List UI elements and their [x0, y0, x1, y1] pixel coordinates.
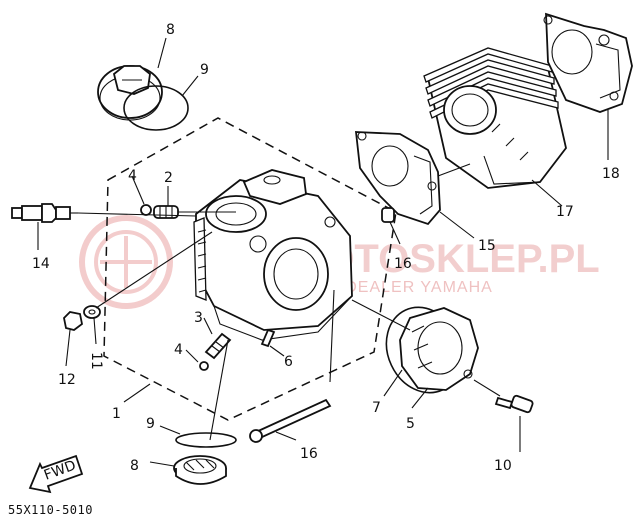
- cylinder-gasket: [543, 12, 633, 113]
- dowel-pin: [381, 207, 395, 223]
- callout-6: 5: [406, 416, 415, 432]
- head-gasket: [354, 131, 441, 226]
- tappet-screw-lower: [204, 332, 232, 360]
- cover-bolt: [494, 394, 534, 414]
- gasket-washer: [83, 305, 101, 319]
- callout-12: 12: [58, 372, 76, 388]
- callout-15: 16: [394, 256, 412, 272]
- tappet-screw-upper: [153, 205, 179, 219]
- o-ring-top: [123, 85, 189, 131]
- callout-numbers: 8 9 4 2 14 11 12 3 4 6 1 9 8 16 7 5 10 1…: [32, 22, 620, 474]
- long-bolt: [249, 398, 332, 443]
- side-cover: [399, 307, 479, 391]
- callout-2: 2: [164, 170, 173, 186]
- valve-cap-top: [97, 65, 163, 121]
- o-ring-bottom: [175, 432, 237, 448]
- valve-cap-bottom: [173, 455, 227, 485]
- forward-arrow: FWD: [28, 454, 84, 494]
- callout-14: 15: [478, 238, 496, 254]
- callout-11: 11: [88, 352, 104, 370]
- callout-4-upper: 4: [128, 168, 137, 184]
- cylinder-block: [423, 47, 567, 189]
- cylinder-head: [193, 169, 353, 341]
- callout-18: 18: [602, 166, 620, 182]
- callout-16: 16: [300, 446, 318, 462]
- callout-8-top: 8: [166, 22, 175, 38]
- callout-9-top: 9: [200, 62, 209, 78]
- tappet-nut-lower: [199, 361, 209, 371]
- cylinder-head-group-outline: [103, 117, 397, 421]
- callout-10: 10: [494, 458, 512, 474]
- tappet-nut-upper: [140, 204, 152, 216]
- leader-lines: [37, 37, 609, 467]
- callout-5: 6: [284, 354, 293, 370]
- callout-3: 3: [194, 310, 203, 326]
- callout-4-lower: 4: [174, 342, 183, 358]
- drain-plug: [63, 311, 83, 331]
- callout-8-bottom: 8: [130, 458, 139, 474]
- stud-bolt: [260, 328, 276, 348]
- callout-9-bottom: 9: [146, 416, 155, 432]
- catalog-code: 55X110-5010: [8, 503, 93, 517]
- spark-plug: [11, 203, 78, 223]
- watermark-logo: [79, 215, 173, 309]
- callout-1: 1: [112, 406, 121, 422]
- callout-17: 17: [556, 204, 574, 220]
- callout-7: 7: [372, 400, 381, 416]
- callout-13: 14: [32, 256, 50, 272]
